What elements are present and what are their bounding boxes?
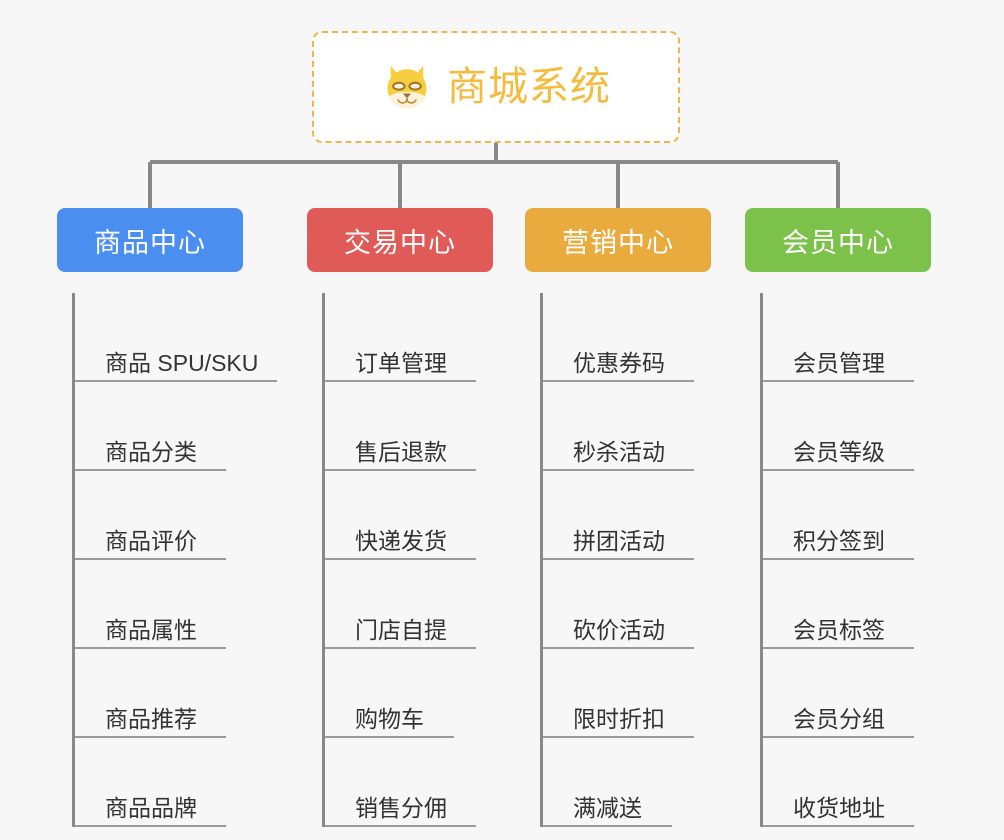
leaf-item[interactable]: 快递发货 <box>325 471 493 560</box>
leaf-rule <box>75 825 226 827</box>
leaf-rule <box>543 647 694 649</box>
leaf-item[interactable]: 商品评价 <box>75 471 243 560</box>
leaf-label: 销售分佣 <box>355 794 447 821</box>
leaf-rule <box>543 380 694 382</box>
leaf-label: 商品推荐 <box>105 705 197 732</box>
leaf-item[interactable]: 会员管理 <box>763 293 931 382</box>
leaf-item[interactable]: 商品推荐 <box>75 649 243 738</box>
leaf-rule <box>325 647 476 649</box>
category-box-member-center[interactable]: 会员中心 <box>745 208 931 272</box>
leaf-item[interactable]: 满减送 <box>543 738 711 827</box>
leaf-label: 商品 SPU/SKU <box>105 349 259 376</box>
root-title: 商城系统 <box>447 65 611 109</box>
leaf-rule <box>75 647 226 649</box>
leaf-item[interactable]: 商品品牌 <box>75 738 243 827</box>
leaf-label: 商品分类 <box>105 438 197 465</box>
leaf-rule <box>543 469 694 471</box>
shiba-dog-face-icon <box>387 65 427 109</box>
category-box-product-center[interactable]: 商品中心 <box>57 208 243 272</box>
leaf-rule <box>325 380 476 382</box>
leaf-item[interactable]: 会员等级 <box>763 382 931 471</box>
leaf-label: 商品属性 <box>105 616 197 643</box>
leaf-rule <box>325 736 454 738</box>
leaf-item[interactable]: 商品 SPU/SKU <box>75 293 277 382</box>
leaf-rule <box>325 825 476 827</box>
category-title: 交易中心 <box>344 227 456 258</box>
leaf-label: 商品品牌 <box>105 794 197 821</box>
leaf-item[interactable]: 砍价活动 <box>543 560 711 649</box>
leaf-item[interactable]: 商品分类 <box>75 382 243 471</box>
leaf-label: 商品评价 <box>105 527 197 554</box>
column-marketing-center: 营销中心 优惠券码 秒杀活动 拼团活动 砍价活动 <box>525 208 711 827</box>
leaf-label: 购物车 <box>355 705 424 732</box>
leaf-label: 订单管理 <box>355 349 447 376</box>
leaf-rule <box>325 469 476 471</box>
leaf-list-product-center: 商品 SPU/SKU 商品分类 商品评价 商品属性 商品推荐 <box>72 293 277 827</box>
category-title: 商品中心 <box>94 227 206 258</box>
leaf-rule <box>543 736 694 738</box>
leaf-label: 会员标签 <box>793 616 885 643</box>
leaf-rule <box>543 558 694 560</box>
leaf-list-marketing-center: 优惠券码 秒杀活动 拼团活动 砍价活动 限时折扣 <box>540 293 711 827</box>
leaf-item[interactable]: 秒杀活动 <box>543 382 711 471</box>
leaf-rule <box>543 825 672 827</box>
leaf-item[interactable]: 商品属性 <box>75 560 243 649</box>
leaf-label: 积分签到 <box>793 527 885 554</box>
leaf-rule <box>763 380 914 382</box>
root-node-mall-system[interactable]: 商城系统 <box>312 31 680 143</box>
leaf-rule <box>325 558 476 560</box>
leaf-item[interactable]: 拼团活动 <box>543 471 711 560</box>
category-title: 会员中心 <box>782 227 894 258</box>
category-box-marketing-center[interactable]: 营销中心 <box>525 208 711 272</box>
leaf-label: 拼团活动 <box>573 527 665 554</box>
leaf-rule <box>763 558 914 560</box>
leaf-rule <box>75 736 226 738</box>
leaf-label: 会员等级 <box>793 438 885 465</box>
category-title: 营销中心 <box>562 227 674 258</box>
leaf-item[interactable]: 积分签到 <box>763 471 931 560</box>
leaf-rule <box>763 469 914 471</box>
leaf-item[interactable]: 门店自提 <box>325 560 493 649</box>
leaf-label: 限时折扣 <box>573 705 665 732</box>
category-box-trade-center[interactable]: 交易中心 <box>307 208 493 272</box>
leaf-rule <box>763 825 914 827</box>
leaf-label: 会员分组 <box>793 705 885 732</box>
leaf-item[interactable]: 限时折扣 <box>543 649 711 738</box>
leaf-rule <box>75 558 226 560</box>
column-product-center: 商品中心 商品 SPU/SKU 商品分类 商品评价 商品属性 <box>57 208 277 827</box>
leaf-item[interactable]: 销售分佣 <box>325 738 493 827</box>
leaf-label: 满减送 <box>573 794 642 821</box>
leaf-label: 收货地址 <box>793 794 885 821</box>
leaf-item[interactable]: 购物车 <box>325 649 493 738</box>
column-member-center: 会员中心 会员管理 会员等级 积分签到 会员标签 <box>745 208 931 827</box>
leaf-item[interactable]: 售后退款 <box>325 382 493 471</box>
leaf-rule <box>763 647 914 649</box>
leaf-item[interactable]: 优惠券码 <box>543 293 711 382</box>
leaf-rule <box>75 469 226 471</box>
leaf-label: 会员管理 <box>793 349 885 376</box>
leaf-label: 售后退款 <box>355 438 447 465</box>
leaf-label: 优惠券码 <box>573 349 665 376</box>
leaf-label: 秒杀活动 <box>573 438 665 465</box>
leaf-item[interactable]: 订单管理 <box>325 293 493 382</box>
leaf-label: 门店自提 <box>355 616 447 643</box>
leaf-label: 砍价活动 <box>573 616 665 643</box>
leaf-item[interactable]: 收货地址 <box>763 738 931 827</box>
leaf-item[interactable]: 会员分组 <box>763 649 931 738</box>
leaf-rule <box>763 736 914 738</box>
leaf-item[interactable]: 会员标签 <box>763 560 931 649</box>
leaf-rule <box>75 380 277 382</box>
column-trade-center: 交易中心 订单管理 售后退款 快递发货 门店自提 <box>307 208 493 827</box>
leaf-list-member-center: 会员管理 会员等级 积分签到 会员标签 会员分组 <box>760 293 931 827</box>
leaf-label: 快递发货 <box>355 527 447 554</box>
leaf-list-trade-center: 订单管理 售后退款 快递发货 门店自提 购物车 <box>322 293 493 827</box>
